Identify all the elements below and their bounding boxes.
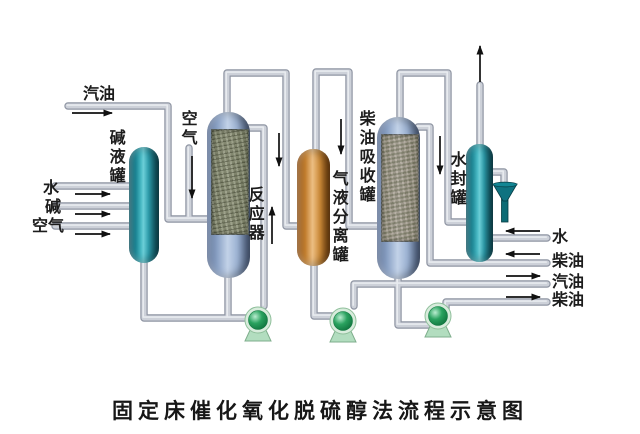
label-diesel-right-inlet: 柴油 bbox=[552, 253, 585, 270]
funnel bbox=[492, 181, 518, 223]
vessel-reactor bbox=[207, 112, 250, 278]
diagram-title: 固定床催化氧化脱硫醇法流程示意图 bbox=[112, 399, 528, 423]
label-alkali-inlet: 碱 bbox=[45, 199, 62, 216]
label-water-inlet: 水 bbox=[43, 180, 60, 197]
reactor-catalyst-bed bbox=[210, 129, 249, 235]
pump-1 bbox=[244, 306, 272, 342]
pump-3 bbox=[424, 302, 452, 338]
vessel-gas-liquid-separator bbox=[297, 149, 330, 266]
vessel-alkali-tank bbox=[129, 147, 159, 263]
label-diesel-outlet: 柴油 bbox=[552, 292, 585, 309]
label-alkali-tank: 碱液罐 bbox=[106, 129, 124, 186]
vessel-water-seal-tank bbox=[466, 144, 493, 262]
label-gasoline-inlet: 汽油 bbox=[83, 86, 116, 103]
label-water-seal-tank: 水封罐 bbox=[447, 151, 465, 208]
flow-arrows bbox=[72, 45, 541, 301]
vessel-diesel-absorber bbox=[377, 117, 420, 279]
label-reactor: 反应器 bbox=[245, 186, 263, 243]
label-air-top: 空气 bbox=[178, 110, 196, 148]
pump-2 bbox=[329, 307, 357, 343]
label-air-inlet: 空气 bbox=[32, 218, 65, 235]
label-separator: 气液分离罐 bbox=[329, 170, 347, 265]
label-absorber: 柴油吸收罐 bbox=[356, 110, 374, 205]
absorber-packing-bed bbox=[380, 134, 419, 242]
label-gasoline-outlet: 汽油 bbox=[552, 274, 585, 291]
label-water-right: 水 bbox=[552, 229, 569, 246]
